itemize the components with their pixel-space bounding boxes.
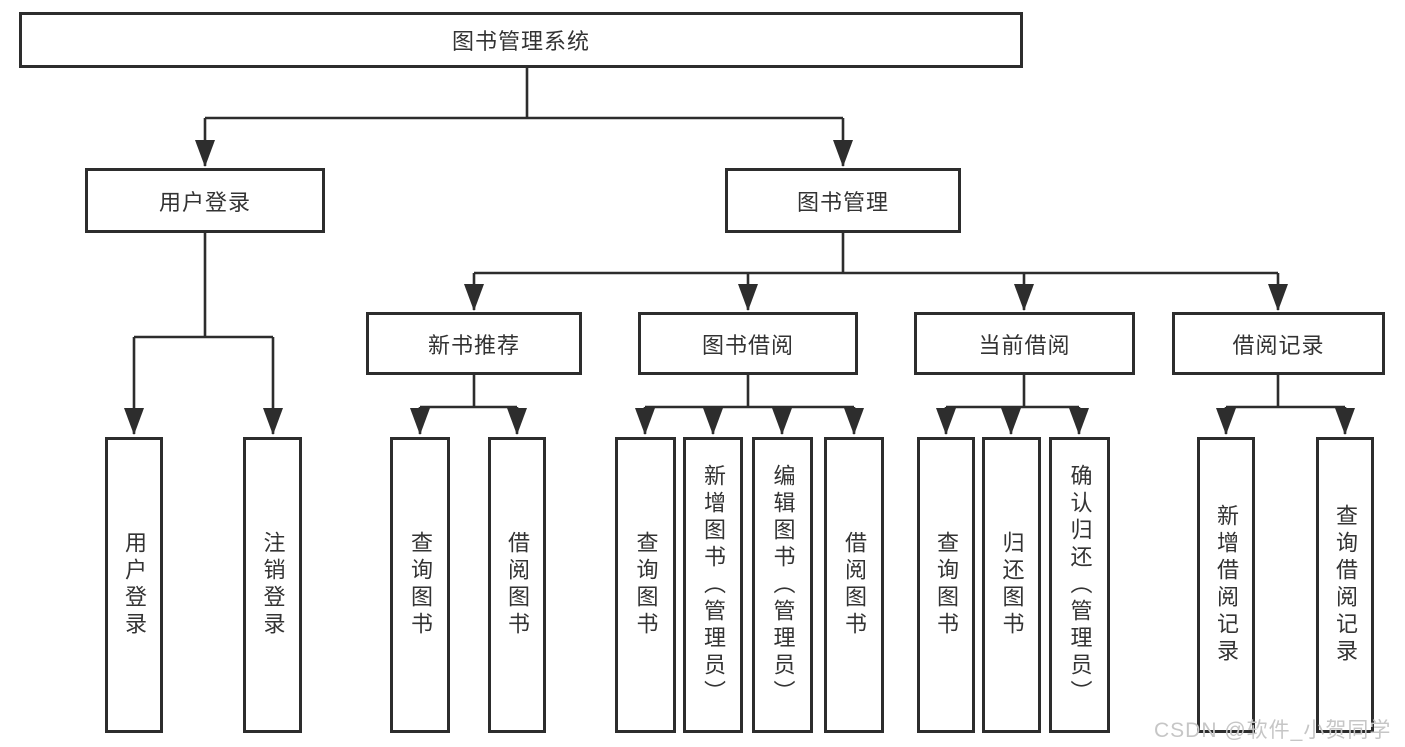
leaf-query-book-current: 查询图书 [917, 437, 975, 733]
leaf-edit-book-admin: 编辑图书（管理员） [752, 437, 813, 733]
leaf-logout: 注销登录 [243, 437, 302, 733]
node-book-borrow: 图书借阅 [638, 312, 858, 375]
leaf-borrow-book: 借阅图书 [824, 437, 884, 733]
leaf-confirm-return-admin: 确认归还（管理员） [1049, 437, 1110, 733]
node-current-borrow: 当前借阅 [914, 312, 1135, 375]
node-book-management: 图书管理 [725, 168, 961, 233]
node-library-system: 图书管理系统 [19, 12, 1023, 68]
node-new-book-recommend: 新书推荐 [366, 312, 582, 375]
leaf-query-book-recommend: 查询图书 [390, 437, 450, 733]
node-borrow-records: 借阅记录 [1172, 312, 1385, 375]
leaf-return-book: 归还图书 [982, 437, 1041, 733]
leaf-add-book-admin: 新增图书（管理员） [683, 437, 743, 733]
leaf-query-borrow-record: 查询借阅记录 [1316, 437, 1374, 733]
leaf-add-borrow-record: 新增借阅记录 [1197, 437, 1255, 733]
leaf-borrow-book-recommend: 借阅图书 [488, 437, 546, 733]
leaf-query-book-borrow: 查询图书 [615, 437, 676, 733]
leaf-user-login: 用户登录 [105, 437, 163, 733]
node-user-login: 用户登录 [85, 168, 325, 233]
csdn-watermark: CSDN @软件_小贺同学 [1154, 719, 1392, 742]
